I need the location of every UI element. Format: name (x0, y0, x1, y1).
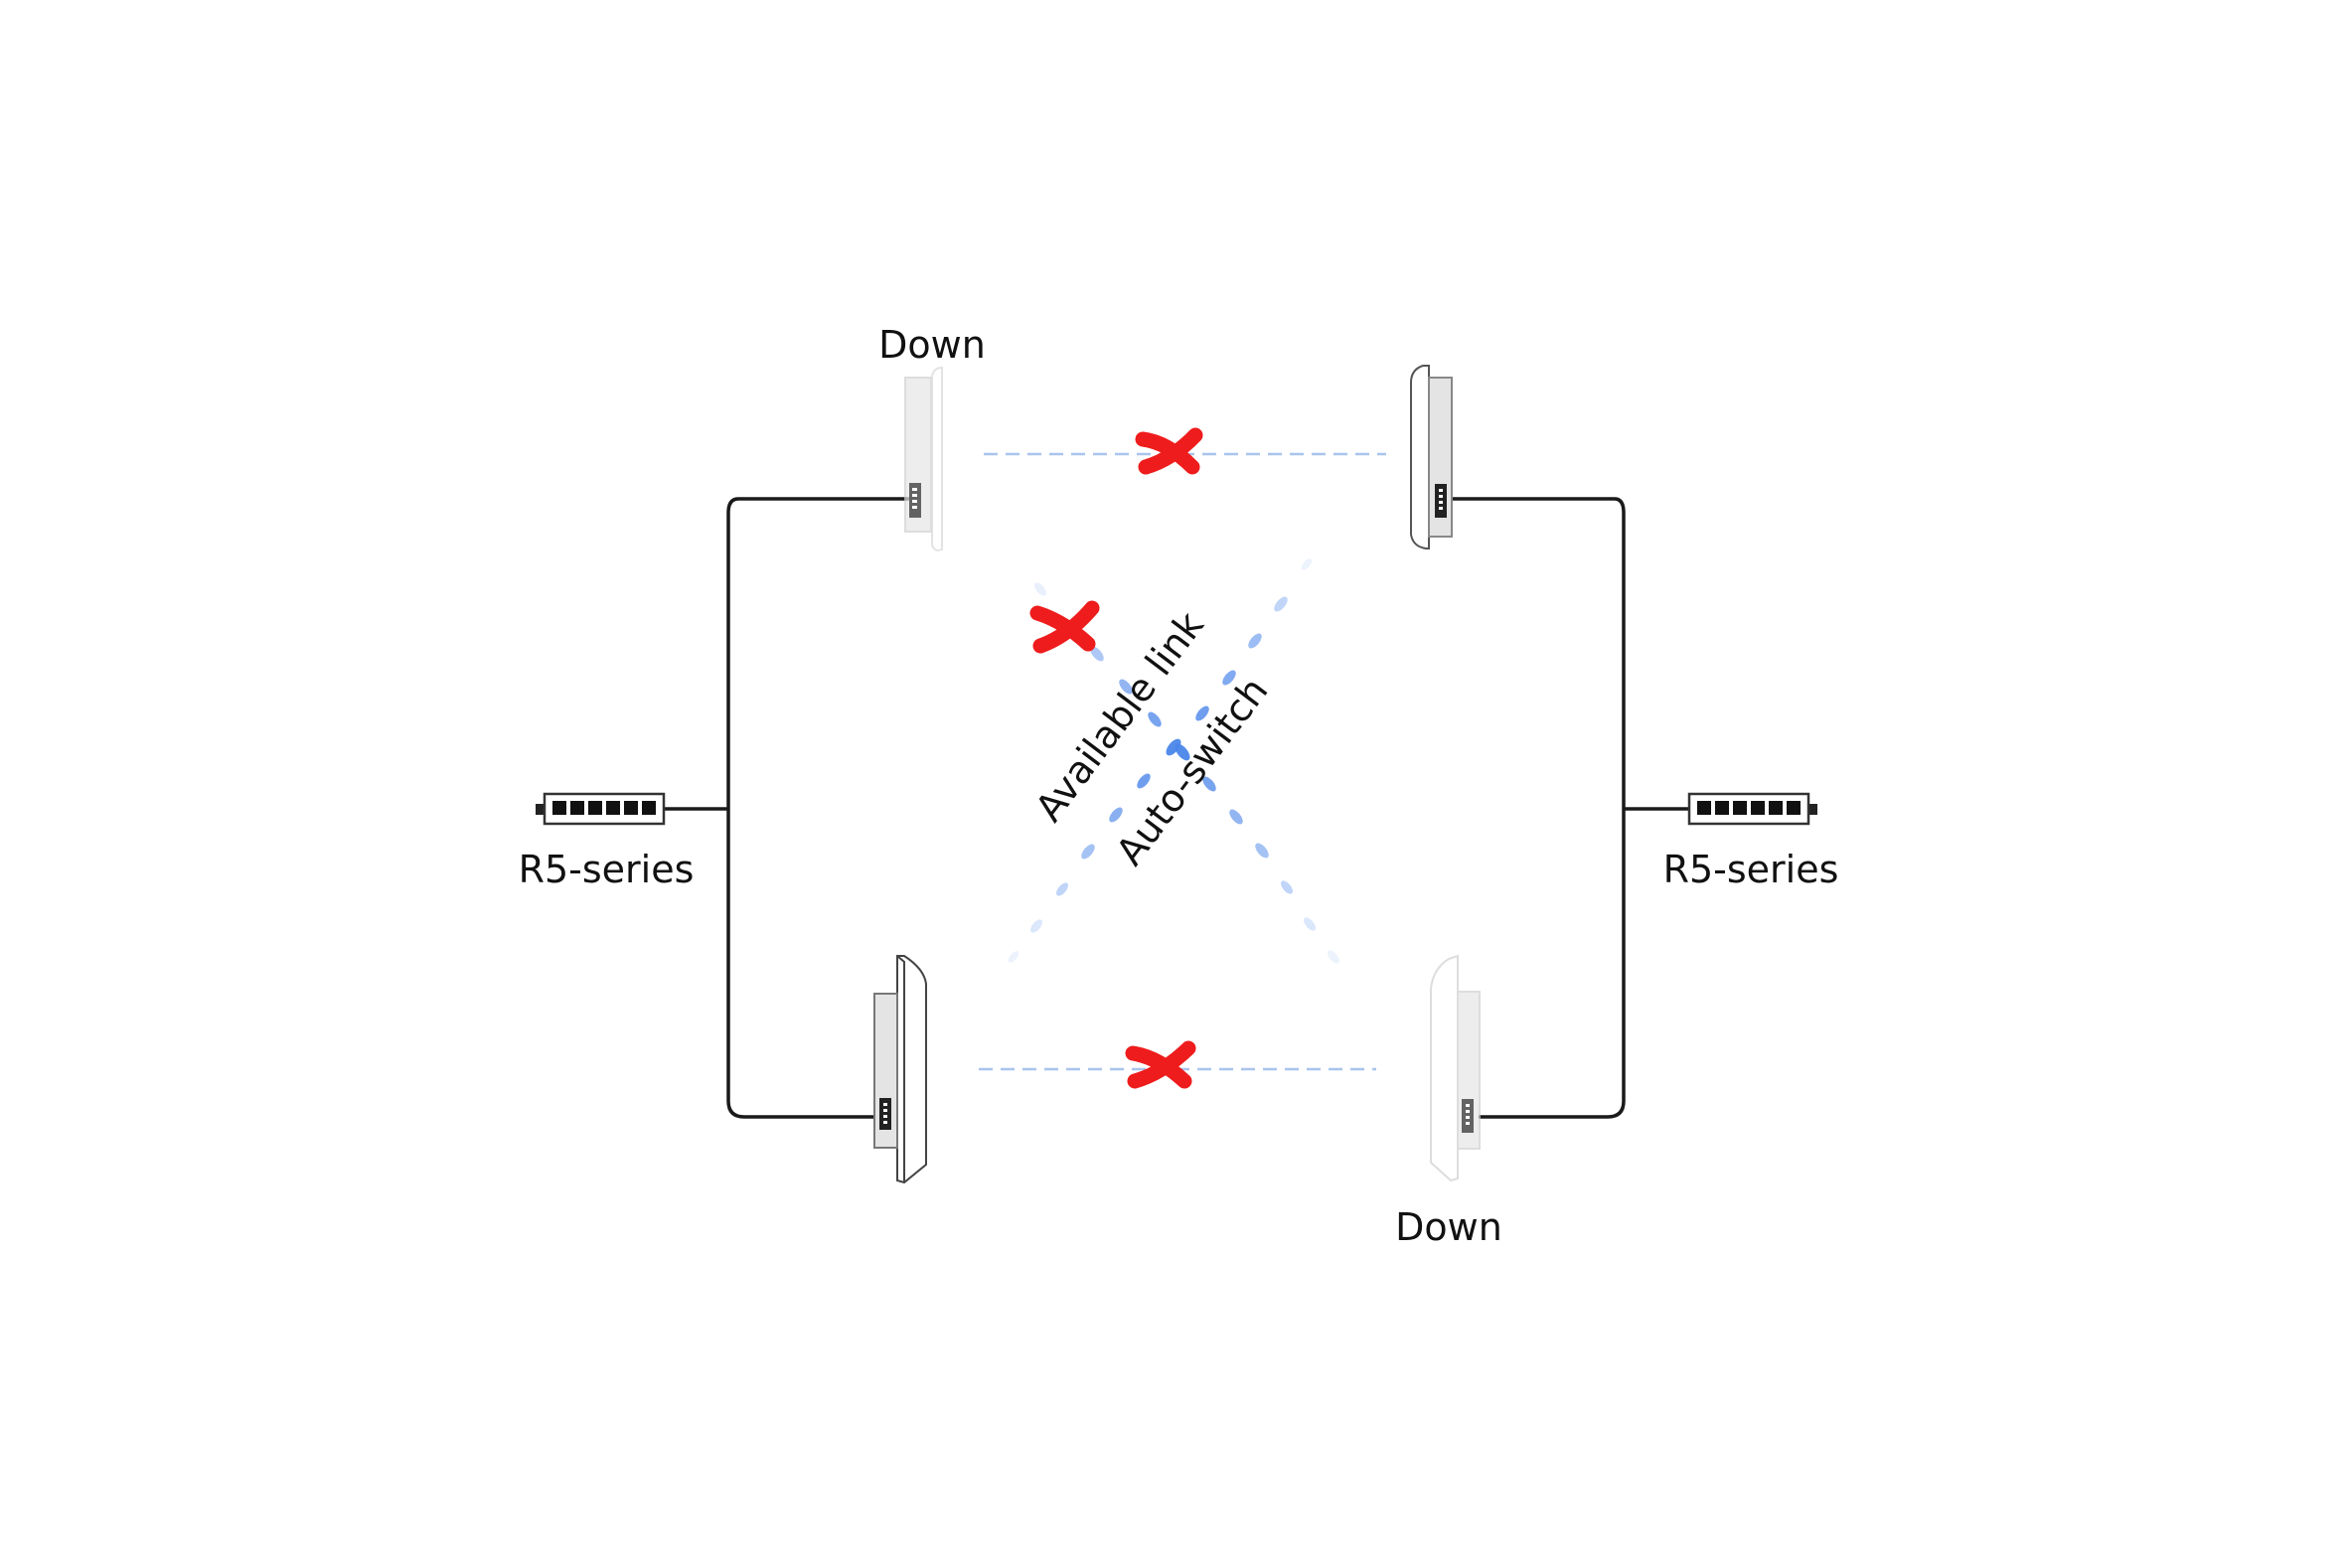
label-switch-right: R5-series (1663, 848, 1839, 891)
switch-left-ports (552, 801, 656, 815)
cables (664, 497, 1689, 1119)
link-top-failed (984, 427, 1386, 475)
x-mark-bottom-icon (1125, 1040, 1196, 1089)
cable-left-top (726, 497, 909, 809)
label-down-bottom-right: Down (1395, 1205, 1502, 1249)
switch-right-ports (1697, 801, 1801, 815)
switch-right (1687, 792, 1817, 826)
link-bottom-failed (979, 1040, 1376, 1089)
cable-left-bottom (726, 809, 874, 1119)
radio-top-right (1410, 365, 1453, 549)
x-mark-diagonal-icon (1029, 600, 1100, 654)
label-down-top-left: Down (878, 323, 986, 367)
label-switch-left: R5-series (519, 848, 695, 891)
link-diagonal-available (1008, 558, 1313, 963)
cable-right-bottom (1479, 809, 1626, 1119)
radio-bottom-right (1430, 954, 1481, 1182)
cable-right-top (1449, 497, 1626, 809)
radio-bottom-left (873, 955, 927, 1184)
switch-left (536, 792, 666, 826)
radio-top-left (904, 366, 943, 551)
x-mark-top-icon (1135, 427, 1203, 475)
